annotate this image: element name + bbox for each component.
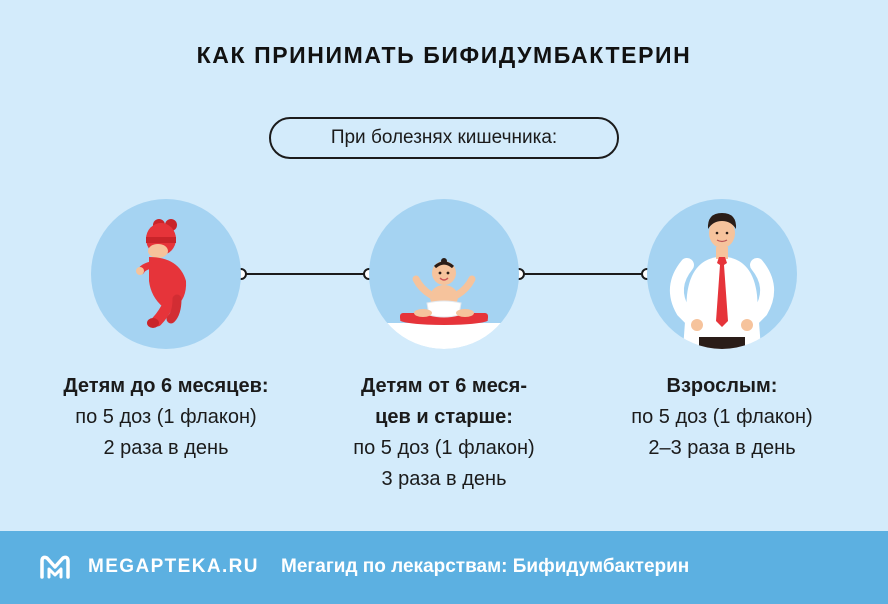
caption-frequency: 2–3 раза в день	[648, 437, 796, 459]
caption-heading: Детям до 6 месяцев:	[63, 375, 269, 397]
footer-bar: MEGAPTEKA.RU Мегагид по лекарствам: Бифи…	[0, 531, 888, 604]
caption-dose: по 5 доз (1 флакон)	[75, 406, 257, 428]
caption-frequency: 3 раза в день	[381, 468, 507, 490]
caption-adults: Взрослым: по 5 доз (1 флакон) 2–3 раза в…	[572, 371, 872, 464]
megapteka-logo-icon[interactable]	[38, 553, 72, 581]
sitting-baby-circle	[369, 199, 519, 349]
caption-dose: по 5 доз (1 флакон)	[631, 406, 813, 428]
caption-dose: по 5 доз (1 флакон)	[353, 437, 535, 459]
footer-tagline: Мегагид по лекарствам: Бифидумбактерин	[281, 556, 690, 577]
caption-heading-line-2: цев и старше:	[375, 406, 513, 428]
page-title: КАК ПРИНИМАТЬ БИФИДУМБАКТЕРИН	[196, 42, 692, 68]
adult-man-icon	[670, 213, 774, 349]
brand-name-link[interactable]: MEGAPTEKA.RU	[88, 556, 259, 577]
caption-frequency: 2 раза в день	[103, 437, 229, 459]
caption-infants: Детям до 6 месяцев: по 5 доз (1 флакон) …	[16, 371, 316, 464]
caption-heading: Взрослым:	[666, 375, 778, 397]
infant-icon	[136, 219, 187, 328]
subtitle-badge: При болезнях кишечника:	[269, 117, 619, 159]
sitting-baby-icon	[369, 258, 519, 349]
caption-heading-line-1: Детям от 6 меся-	[360, 375, 528, 397]
infant-circle	[91, 199, 241, 349]
adult-circle	[647, 199, 797, 349]
caption-older-children: Детям от 6 меся- цев и старше: по 5 доз …	[294, 371, 594, 495]
